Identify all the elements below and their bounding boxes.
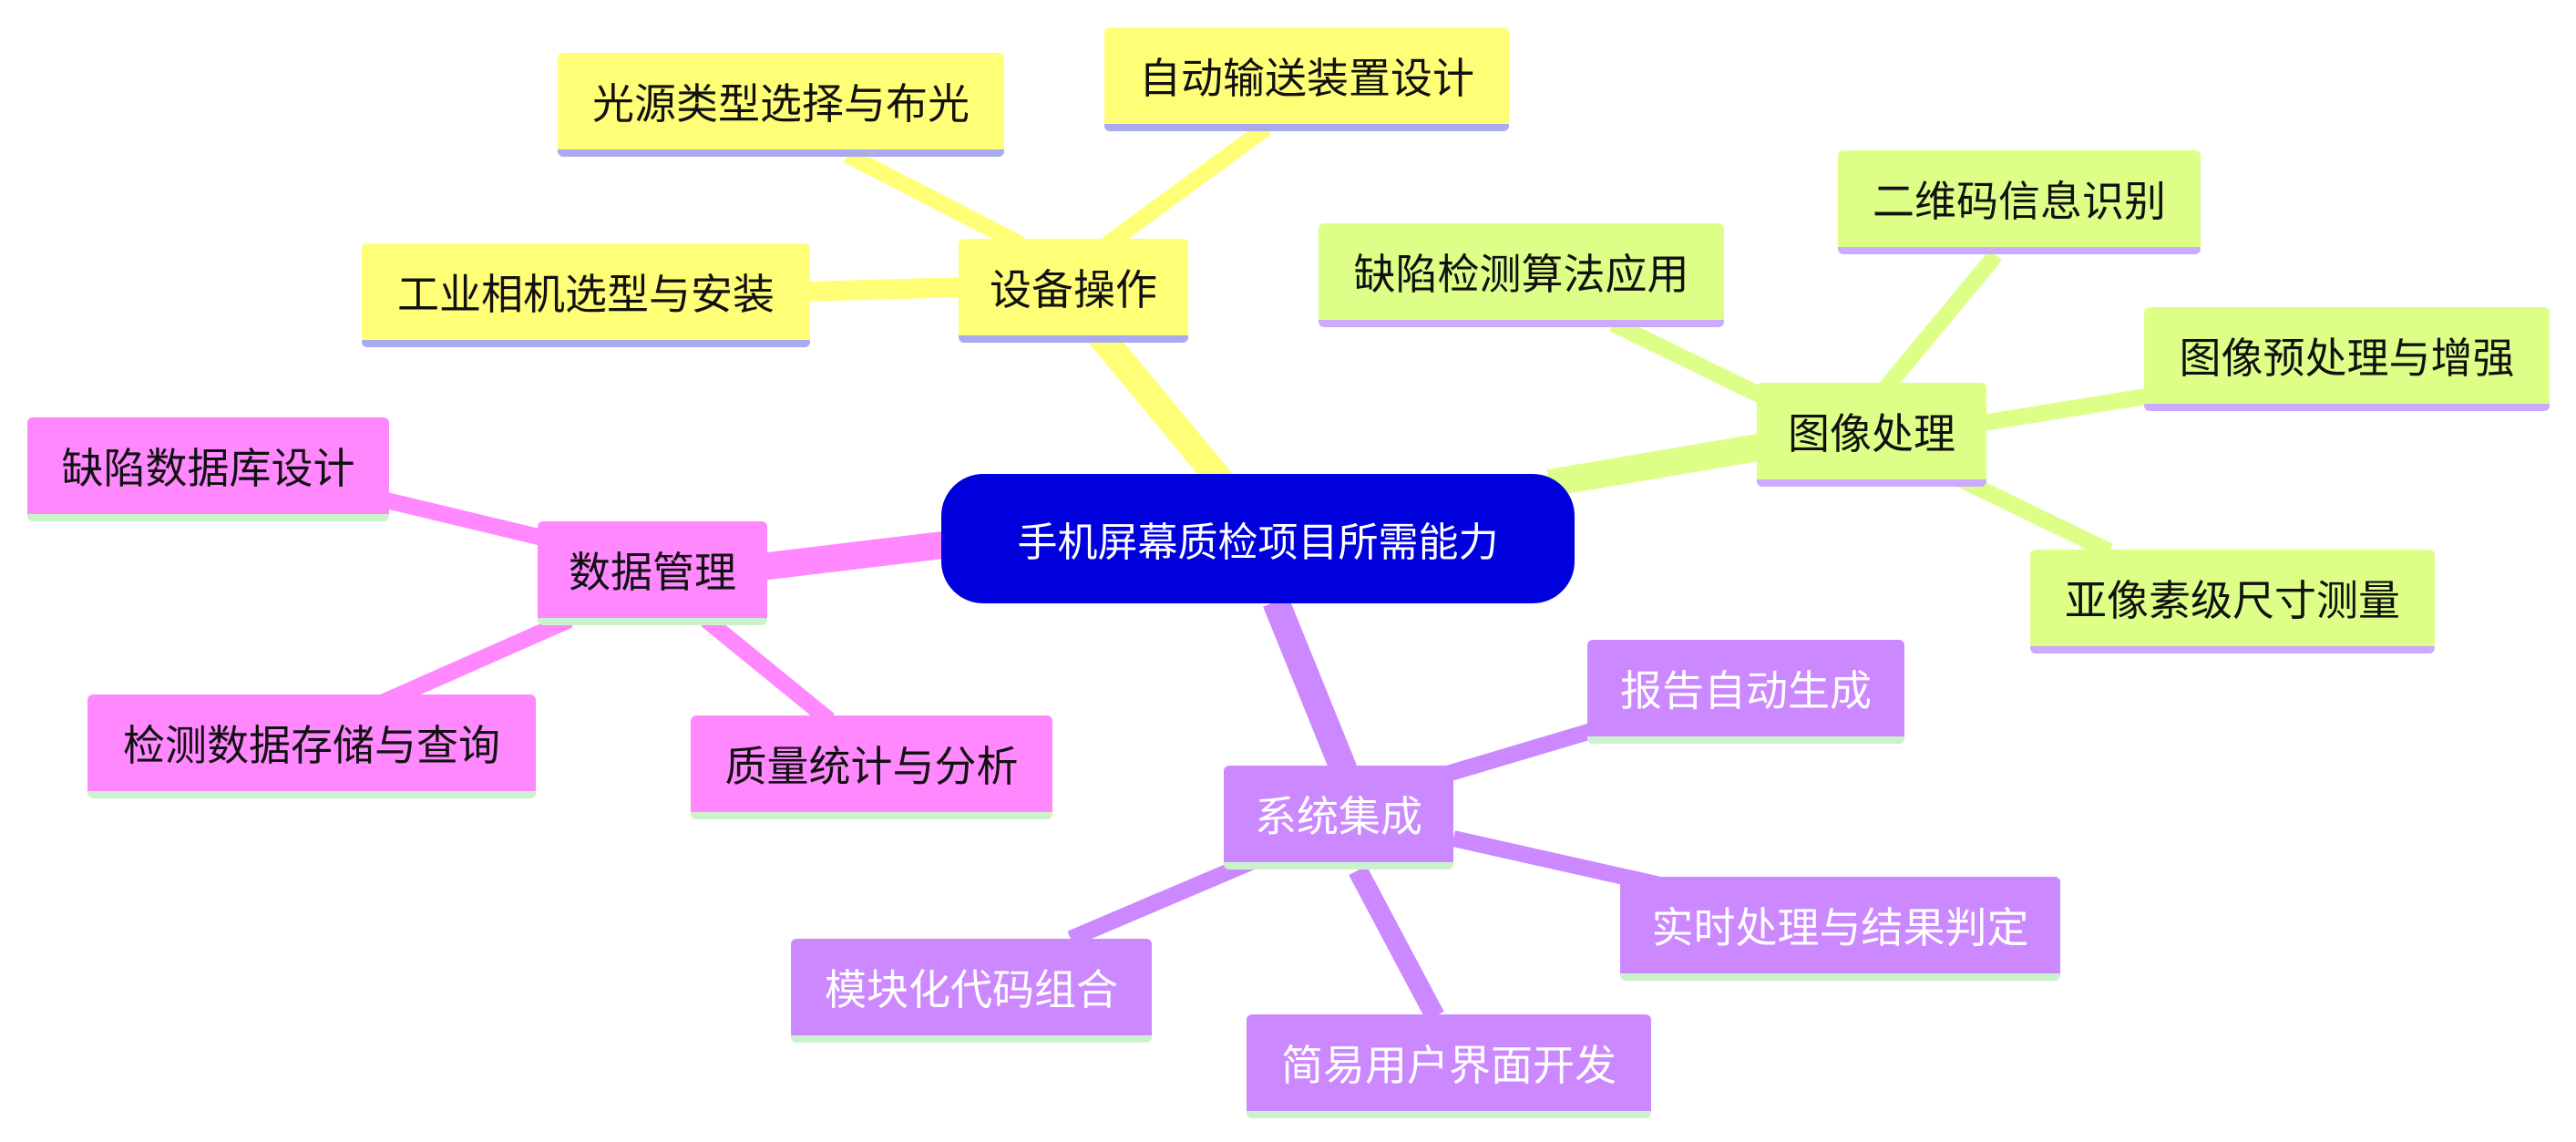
connector-system-to-ui (1349, 865, 1444, 1022)
leaf-defect-detection-algorithm[interactable]: 缺陷检测算法应用 (1319, 223, 1724, 327)
branch-image-processing[interactable]: 图像处理 (1757, 383, 1986, 487)
connector-data-to-storage (370, 612, 573, 715)
leaf-auto-report-generation[interactable]: 报告自动生成 (1587, 640, 1904, 744)
connector-data-to-defect-db (380, 491, 545, 546)
branch-device-operation[interactable]: 设备操作 (959, 239, 1188, 343)
leaf-data-storage-query[interactable]: 检测数据存储与查询 (87, 694, 536, 798)
connector-image-to-qrcode (1880, 250, 2002, 393)
connector-root-to-data (759, 531, 945, 581)
leaf-subpixel-measurement[interactable]: 亚像素级尺寸测量 (2030, 550, 2435, 653)
leaf-defect-database-design[interactable]: 缺陷数据库设计 (27, 417, 389, 521)
connector-root-to-system (1263, 596, 1357, 776)
connector-image-to-subpixel (1955, 470, 2113, 560)
connector-device-to-camera (801, 277, 967, 302)
connector-data-to-stats (701, 613, 835, 726)
leaf-industrial-camera[interactable]: 工业相机选型与安装 (362, 243, 810, 347)
connector-root-to-image (1546, 433, 1766, 497)
branch-data-management[interactable]: 数据管理 (538, 521, 767, 625)
connector-device-to-lighting (843, 148, 1025, 252)
branch-system-integration[interactable]: 系统集成 (1224, 766, 1453, 869)
connector-system-to-modular (1067, 853, 1257, 947)
leaf-modular-code[interactable]: 模块化代码组合 (791, 939, 1152, 1043)
root-node[interactable]: 手机屏幕质检项目所需能力 (941, 474, 1575, 603)
leaf-auto-conveyor-design[interactable]: 自动输送装置设计 (1104, 27, 1509, 131)
leaf-light-source-selection[interactable]: 光源类型选择与布光 (558, 53, 1004, 157)
connector-root-to-device (1087, 324, 1241, 501)
connector-image-to-preprocess (1976, 388, 2148, 432)
connector-device-to-conveyor (1102, 120, 1272, 252)
leaf-image-preprocessing[interactable]: 图像预处理与增强 (2144, 307, 2550, 411)
leaf-realtime-processing[interactable]: 实时处理与结果判定 (1620, 877, 2060, 981)
leaf-qr-code-recognition[interactable]: 二维码信息识别 (1838, 150, 2201, 254)
connector-system-to-report (1442, 716, 1616, 783)
leaf-quality-statistics[interactable]: 质量统计与分析 (691, 715, 1052, 819)
connector-image-to-defect-algo (1609, 315, 1776, 409)
leaf-simple-ui-development[interactable]: 简易用户界面开发 (1247, 1014, 1651, 1118)
